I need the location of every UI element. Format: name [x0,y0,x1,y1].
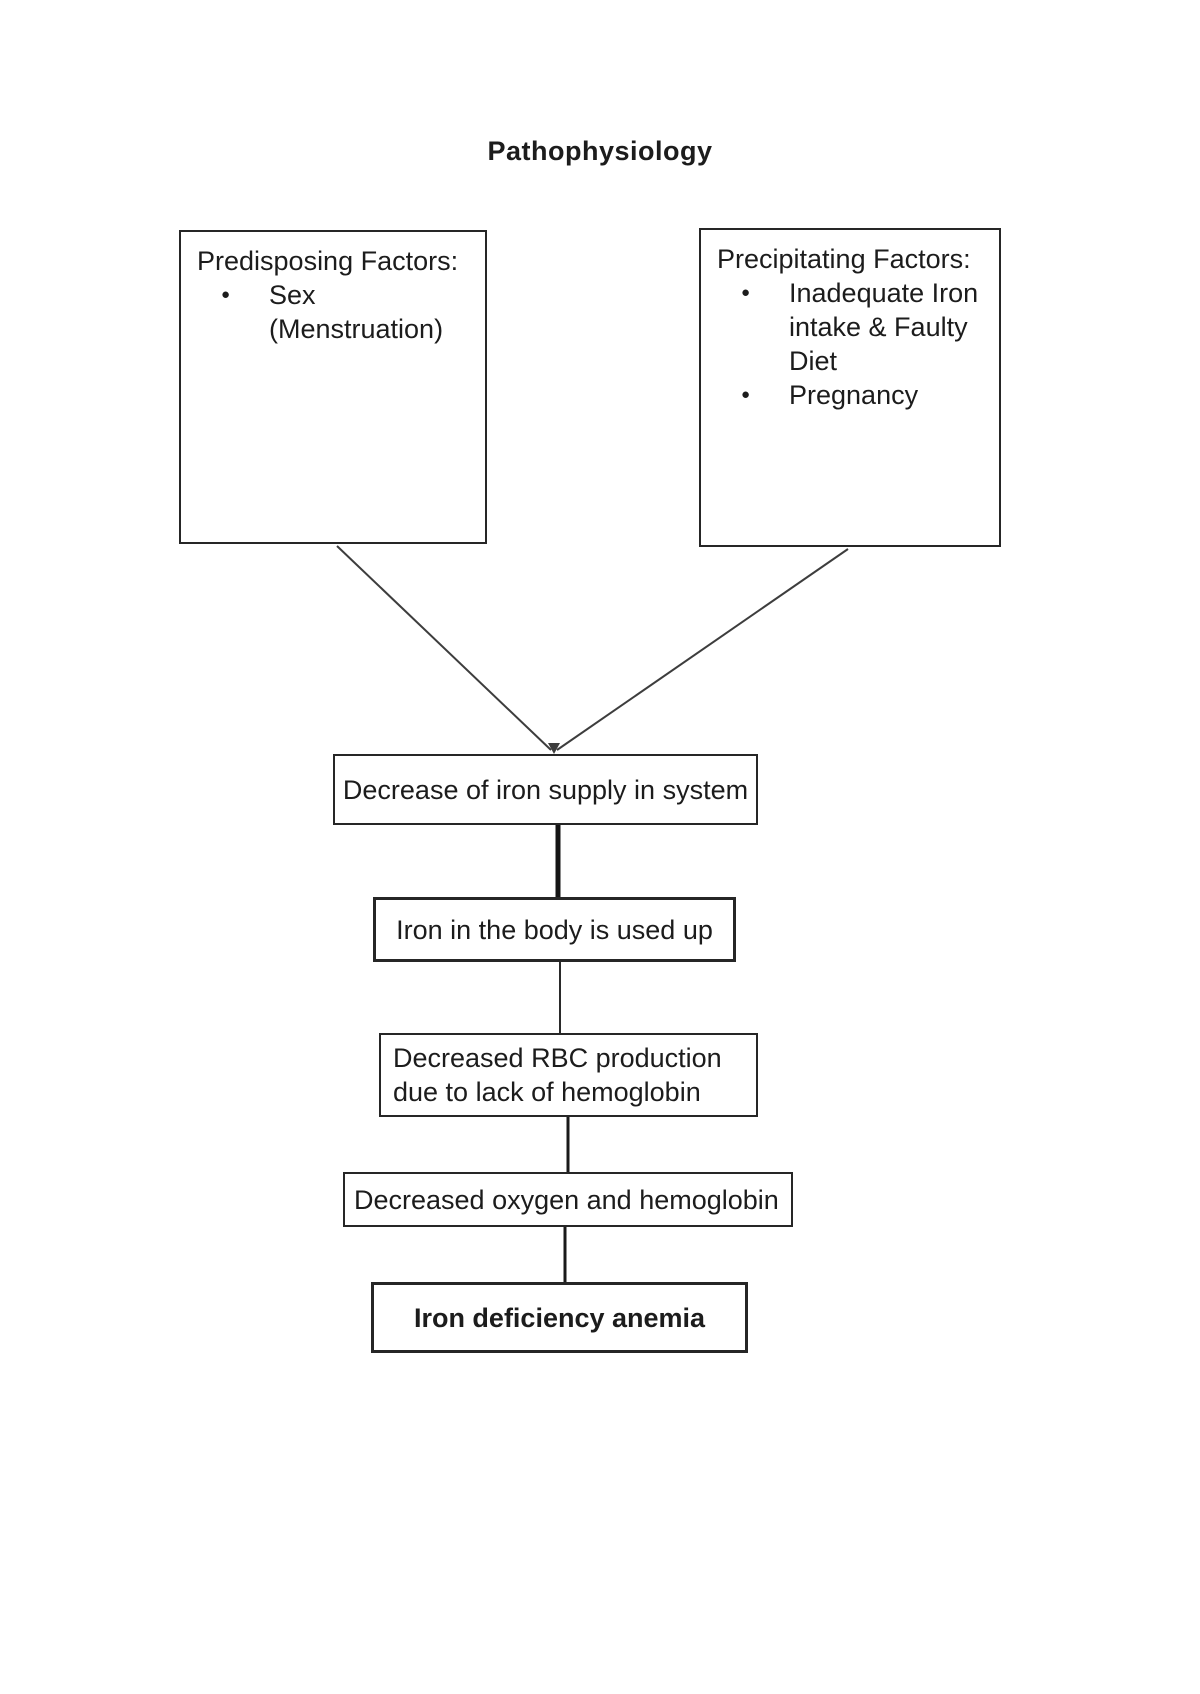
precipitating-factors-box: Precipitating Factors: ● Inadequate Iron… [699,228,1001,547]
connector-left-diagonal [336,545,552,751]
list-item: ● Inadequate Iron intake & Faulty Diet [717,276,989,378]
flow-step-label: Decreased oxygen and hemoglobin [354,1184,779,1215]
bullet-icon: ● [741,284,751,301]
flow-step-iron-used-up: Iron in the body is used up [373,897,736,962]
bullet-icon: ● [221,286,231,303]
list-item-label: Pregnancy [789,380,919,410]
list-item: ● Pregnancy [717,378,989,412]
flow-step-label: Decreased RBC production due to lack of … [393,1043,722,1107]
list-item: ● Sex (Menstruation) [197,278,475,346]
page-title: Pathophysiology [487,136,713,166]
predisposing-heading: Predisposing Factors: [197,246,459,276]
flow-step-label: Iron in the body is used up [396,914,713,945]
connector-right-diagonal [556,548,849,751]
bullet-icon: ● [741,386,751,403]
precipitating-heading: Precipitating Factors: [717,244,971,274]
arrowhead-icon [548,743,560,754]
list-item-label: Sex (Menstruation) [269,280,444,344]
flow-step-decrease-iron-supply: Decrease of iron supply in system [333,754,758,825]
flow-step-iron-deficiency-anemia: Iron deficiency anemia [371,1282,748,1353]
flow-step-label: Iron deficiency anemia [413,1302,706,1333]
flow-step-decreased-oxygen-hemoglobin: Decreased oxygen and hemoglobin [343,1172,793,1227]
flow-step-label: Decrease of iron supply in system [342,774,749,805]
flow-step-decreased-rbc-production: Decreased RBC production due to lack of … [379,1033,758,1117]
predisposing-factors-box: Predisposing Factors: ● Sex (Menstruatio… [179,230,487,544]
list-item-label: Inadequate Iron intake & Faulty Diet [789,278,979,376]
